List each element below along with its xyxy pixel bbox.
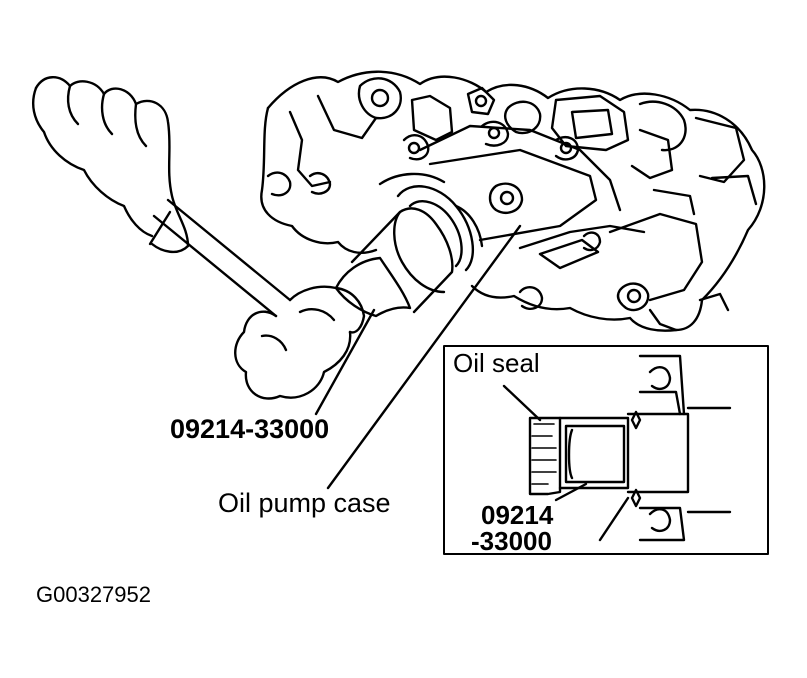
engine-block-illustration bbox=[260, 70, 766, 332]
case-leader-line bbox=[326, 224, 522, 490]
drift-tool-illustration bbox=[334, 172, 484, 318]
tool-part-number-label: 09214-33000 bbox=[170, 414, 330, 444]
figure-id: G00327952 bbox=[36, 582, 151, 607]
inset-case-leader-line bbox=[598, 496, 630, 542]
inset-oil-seal-label: Oil seal bbox=[453, 348, 540, 378]
inset-part-number-line2: -33000 bbox=[471, 526, 552, 556]
inset-part-number-line1: 09214 bbox=[481, 500, 554, 530]
tool-leader-line bbox=[314, 308, 376, 416]
inset-tool-leader-line bbox=[554, 482, 588, 502]
oil-seal-leader-line bbox=[502, 384, 542, 422]
inset-detail bbox=[443, 345, 769, 555]
hand-illustration bbox=[32, 76, 190, 254]
oil-pump-case-label: Oil pump case bbox=[218, 488, 391, 518]
hammer-illustration bbox=[152, 198, 366, 400]
